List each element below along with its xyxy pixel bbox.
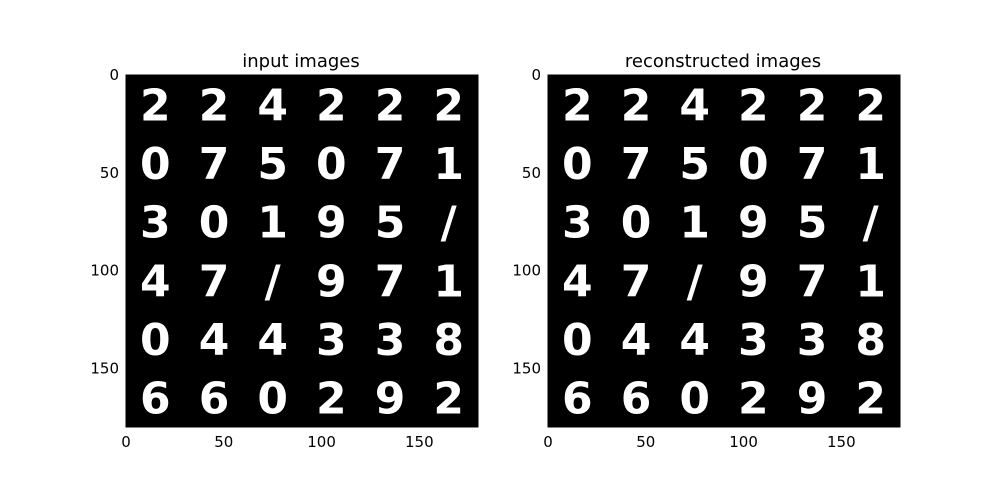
input-digit-r1-c5: 1 <box>433 139 464 190</box>
reconstructed-digit-r0-c2: 4 <box>679 80 710 131</box>
reconstructed-digit-r2-c1: 0 <box>621 198 652 249</box>
reconstructed-digit-r4-c5: 8 <box>855 315 886 366</box>
reconstructed-digit-r0-c3: 2 <box>738 80 769 131</box>
input-digit-r0-c4: 2 <box>375 80 406 131</box>
reconstructed-digit-r4-c2: 4 <box>679 315 710 366</box>
reconstructed-digit-r1-c3: 0 <box>738 139 769 190</box>
reconstructed-digit-r1-c4: 7 <box>797 139 828 190</box>
input-digit-r0-c2: 4 <box>257 80 288 131</box>
reconstructed-digit-r0-c0: 2 <box>562 80 593 131</box>
reconstructed-digit-r3-c5: 1 <box>855 256 886 307</box>
input-digit-r5-c1: 6 <box>199 374 230 425</box>
input-axes-frame <box>125 74 479 428</box>
reconstructed-digit-r5-c5: 2 <box>855 374 886 425</box>
input-digit-r5-c4: 9 <box>375 374 406 425</box>
input-digit-r2-c2: 1 <box>257 198 288 249</box>
input-digit-r1-c2: 5 <box>257 139 288 190</box>
input-digit-r3-c5: 1 <box>433 256 464 307</box>
input-digit-r0-c5: 2 <box>433 80 464 131</box>
reconstructed-xtick-label-150: 150 <box>827 433 856 451</box>
reconstructed-ytick-label-150: 150 <box>512 359 541 377</box>
input-digit-r2-c4: 5 <box>375 198 406 249</box>
reconstructed-axes-frame <box>547 74 901 428</box>
input-digit-r4-c1: 4 <box>199 315 230 366</box>
input-digit-r5-c3: 2 <box>316 374 347 425</box>
reconstructed-digit-r4-c4: 3 <box>797 315 828 366</box>
reconstructed-images-title: reconstructed images <box>625 51 821 72</box>
input-digit-r5-c0: 6 <box>140 374 171 425</box>
reconstructed-digit-r1-c0: 0 <box>562 139 593 190</box>
input-digit-r0-c1: 2 <box>199 80 230 131</box>
reconstructed-digit-r1-c2: 5 <box>679 139 710 190</box>
reconstructed-xtick-label-50: 50 <box>636 433 655 451</box>
reconstructed-digit-r5-c2: 0 <box>679 374 710 425</box>
reconstructed-digit-r4-c0: 0 <box>562 315 593 366</box>
input-images-title: input images <box>242 51 359 72</box>
reconstructed-ytick-label-50: 50 <box>522 164 541 182</box>
input-digit-r4-c4: 3 <box>375 315 406 366</box>
reconstructed-xtick-label-100: 100 <box>729 433 758 451</box>
reconstructed-digit-r2-c3: 9 <box>738 198 769 249</box>
input-digit-r4-c3: 3 <box>316 315 347 366</box>
reconstructed-xtick-label-0: 0 <box>543 433 553 451</box>
reconstructed-image-area <box>548 75 900 427</box>
reconstructed-digit-r3-c0: 4 <box>562 256 593 307</box>
input-digit-r3-c2: / <box>265 256 282 307</box>
input-xtick-label-150: 150 <box>405 433 434 451</box>
input-digit-r1-c3: 0 <box>316 139 347 190</box>
input-digit-r5-c2: 0 <box>257 374 288 425</box>
input-digit-r2-c5: / <box>441 198 458 249</box>
input-image-area <box>126 75 478 427</box>
input-digit-r3-c1: 7 <box>199 256 230 307</box>
reconstructed-digit-r5-c0: 6 <box>562 374 593 425</box>
reconstructed-ytick-label-0: 0 <box>531 66 541 84</box>
input-digit-r2-c0: 3 <box>140 198 171 249</box>
input-digit-r3-c3: 9 <box>316 256 347 307</box>
input-digit-r2-c1: 0 <box>199 198 230 249</box>
reconstructed-digit-r2-c5: / <box>863 198 880 249</box>
reconstructed-digit-r1-c1: 7 <box>621 139 652 190</box>
reconstructed-digit-r0-c5: 2 <box>855 80 886 131</box>
input-xtick-label-50: 50 <box>214 433 233 451</box>
input-digit-r4-c2: 4 <box>257 315 288 366</box>
reconstructed-digit-r3-c3: 9 <box>738 256 769 307</box>
input-digit-r0-c0: 2 <box>140 80 171 131</box>
reconstructed-digit-r3-c1: 7 <box>621 256 652 307</box>
reconstructed-digit-r4-c1: 4 <box>621 315 652 366</box>
input-ytick-label-50: 50 <box>100 164 119 182</box>
input-digit-r5-c5: 2 <box>433 374 464 425</box>
reconstructed-digit-r5-c4: 9 <box>797 374 828 425</box>
input-digit-r1-c4: 7 <box>375 139 406 190</box>
reconstructed-digit-r5-c3: 2 <box>738 374 769 425</box>
reconstructed-digit-r3-c2: / <box>687 256 704 307</box>
reconstructed-digit-r5-c1: 6 <box>621 374 652 425</box>
reconstructed-digit-r2-c0: 3 <box>562 198 593 249</box>
input-digit-r2-c3: 9 <box>316 198 347 249</box>
input-ytick-label-100: 100 <box>90 262 119 280</box>
reconstructed-digit-r0-c4: 2 <box>797 80 828 131</box>
reconstructed-digit-r0-c1: 2 <box>621 80 652 131</box>
input-ytick-label-150: 150 <box>90 359 119 377</box>
reconstructed-digit-r2-c2: 1 <box>679 198 710 249</box>
reconstructed-digit-r2-c4: 5 <box>797 198 828 249</box>
input-digit-r1-c0: 0 <box>140 139 171 190</box>
reconstructed-digit-r1-c5: 1 <box>855 139 886 190</box>
input-ytick-label-0: 0 <box>109 66 119 84</box>
reconstructed-ytick-label-100: 100 <box>512 262 541 280</box>
input-digit-r3-c0: 4 <box>140 256 171 307</box>
input-digit-r4-c0: 0 <box>140 315 171 366</box>
input-digit-r0-c3: 2 <box>316 80 347 131</box>
reconstructed-digit-r4-c3: 3 <box>738 315 769 366</box>
input-xtick-label-0: 0 <box>121 433 131 451</box>
input-digit-r4-c5: 8 <box>433 315 464 366</box>
input-xtick-label-100: 100 <box>307 433 336 451</box>
input-digit-r3-c4: 7 <box>375 256 406 307</box>
input-digit-r1-c1: 7 <box>199 139 230 190</box>
reconstructed-digit-r3-c4: 7 <box>797 256 828 307</box>
